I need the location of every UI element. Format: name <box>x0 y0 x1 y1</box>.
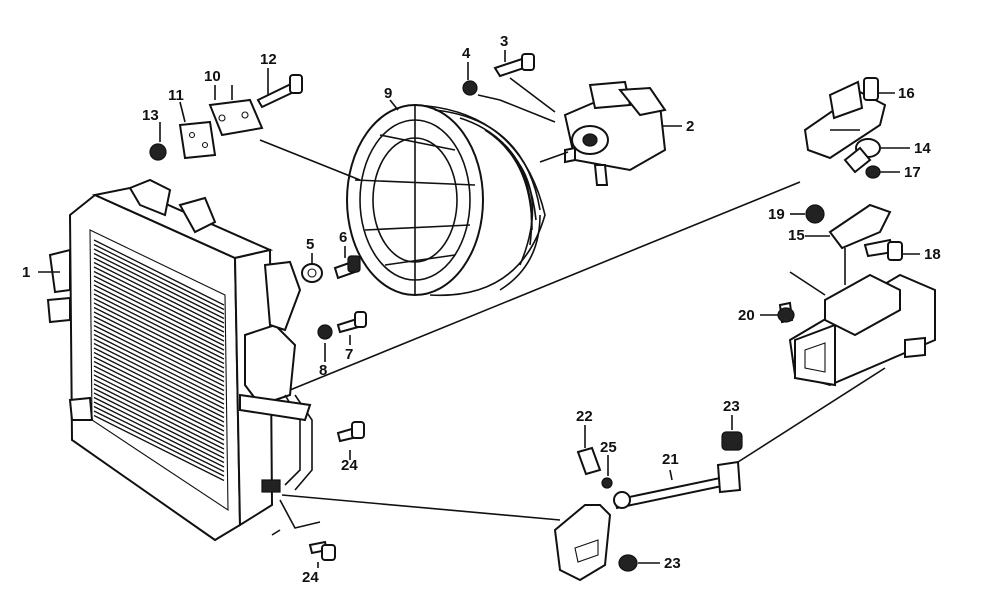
bracket-assembly-right <box>777 77 936 387</box>
callout-17: 17 <box>904 164 921 181</box>
linkage-assembly <box>553 431 743 582</box>
callout-22: 22 <box>576 408 593 425</box>
callout-20: 20 <box>738 307 755 324</box>
callout-6: 6 <box>339 229 347 246</box>
callout-16: 16 <box>898 85 915 102</box>
callout-21: 21 <box>662 451 679 468</box>
callout-4: 4 <box>462 45 471 62</box>
callout-23-lower: 23 <box>664 555 681 572</box>
pump-unit <box>563 80 667 186</box>
radiator-core <box>89 229 229 512</box>
callout-8: 8 <box>319 362 327 379</box>
callout-5: 5 <box>306 236 314 253</box>
radiator-assembly <box>46 178 313 542</box>
callout-10: 10 <box>204 68 221 85</box>
callout-15: 15 <box>788 227 805 244</box>
callout-25: 25 <box>600 439 617 456</box>
callout-14: 14 <box>914 140 931 157</box>
callout-13: 13 <box>142 107 159 124</box>
callout-7: 7 <box>345 346 353 363</box>
callout-labels: 1 2 3 4 5 6 7 8 9 10 11 12 13 14 15 16 1… <box>22 33 941 586</box>
callout-18: 18 <box>924 246 941 263</box>
fasteners-top <box>149 53 535 161</box>
fan-guard <box>346 104 546 297</box>
callout-11: 11 <box>168 87 184 104</box>
callout-19: 19 <box>768 206 785 223</box>
callout-24-upper: 24 <box>341 457 358 474</box>
callout-9: 9 <box>384 85 392 102</box>
leader-lines <box>38 50 920 568</box>
callout-23-upper: 23 <box>723 398 740 415</box>
fasteners-mid <box>301 255 367 561</box>
callout-3: 3 <box>500 33 508 50</box>
callout-24-lower: 24 <box>302 569 319 586</box>
callout-12: 12 <box>260 51 277 68</box>
callout-1: 1 <box>22 264 30 281</box>
callout-2: 2 <box>686 118 694 135</box>
